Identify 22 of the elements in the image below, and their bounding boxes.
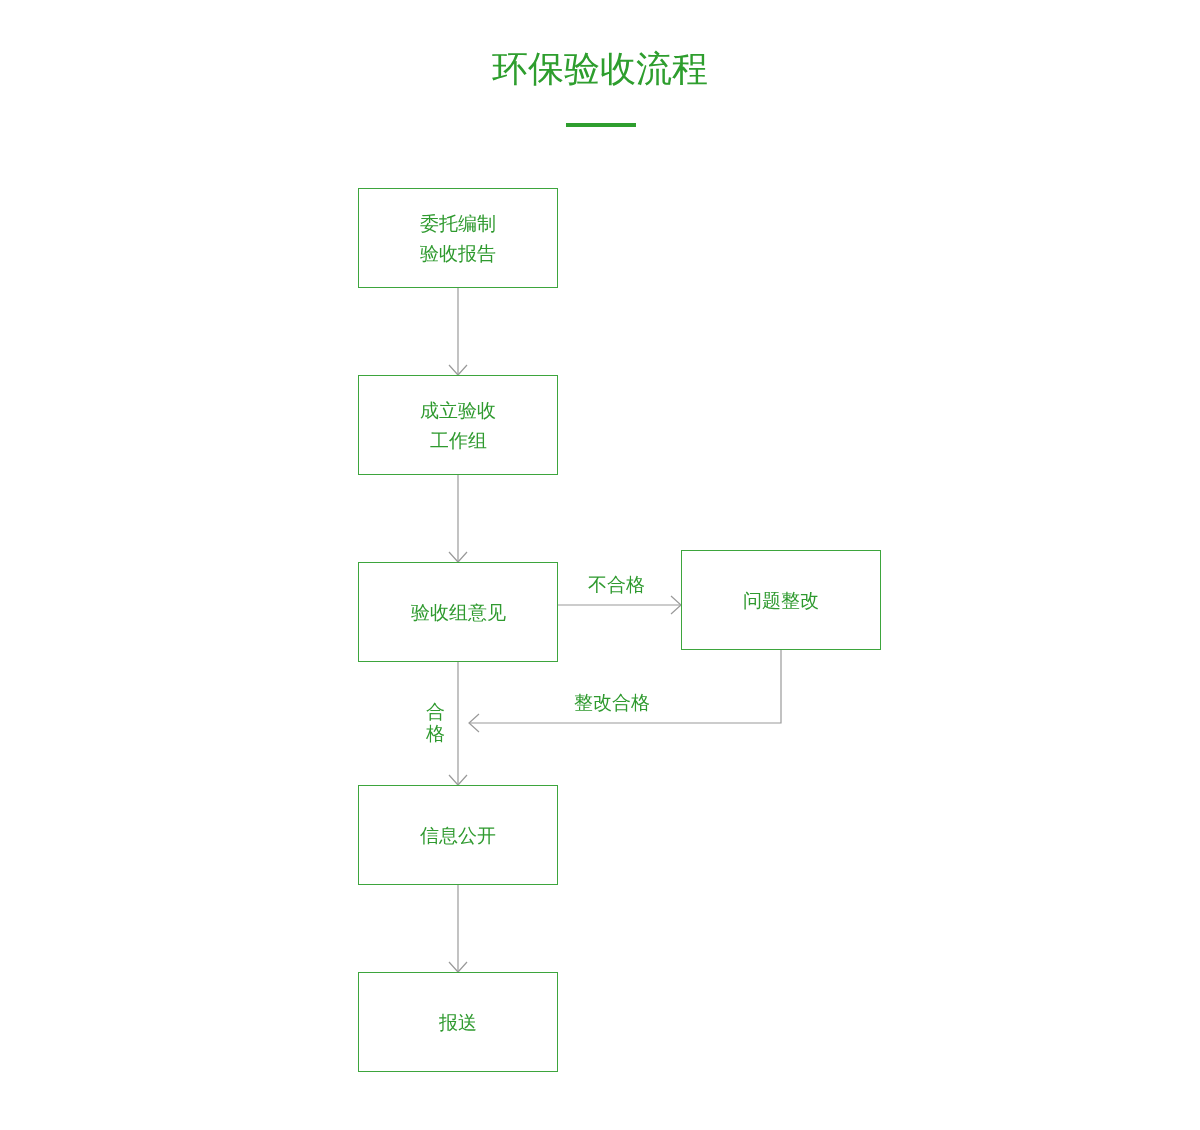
box-text: 信息公开 xyxy=(420,823,496,848)
edge-label: 整改合格 xyxy=(574,691,650,713)
arrow xyxy=(448,884,468,973)
box-text: 问题整改 xyxy=(743,588,819,613)
box-text: 成立验收工作组 xyxy=(419,398,497,453)
arrow xyxy=(557,595,682,615)
arrow xyxy=(448,287,468,376)
box-text: 委托编制验收报告 xyxy=(419,211,497,266)
arrow xyxy=(448,474,468,563)
edge-label: 合格 xyxy=(426,700,446,744)
process-box xyxy=(358,562,558,662)
process-box xyxy=(358,375,558,475)
edge-label: 不合格 xyxy=(587,573,645,595)
arrow xyxy=(448,661,468,786)
process-box xyxy=(358,188,558,288)
box-text: 验收组意见 xyxy=(410,600,506,625)
arrow xyxy=(468,649,782,733)
box-text: 报送 xyxy=(439,1010,477,1035)
process-box xyxy=(358,972,558,1072)
process-box xyxy=(681,550,881,650)
title: 环保验收流程 xyxy=(492,48,708,89)
process-box xyxy=(358,785,558,885)
